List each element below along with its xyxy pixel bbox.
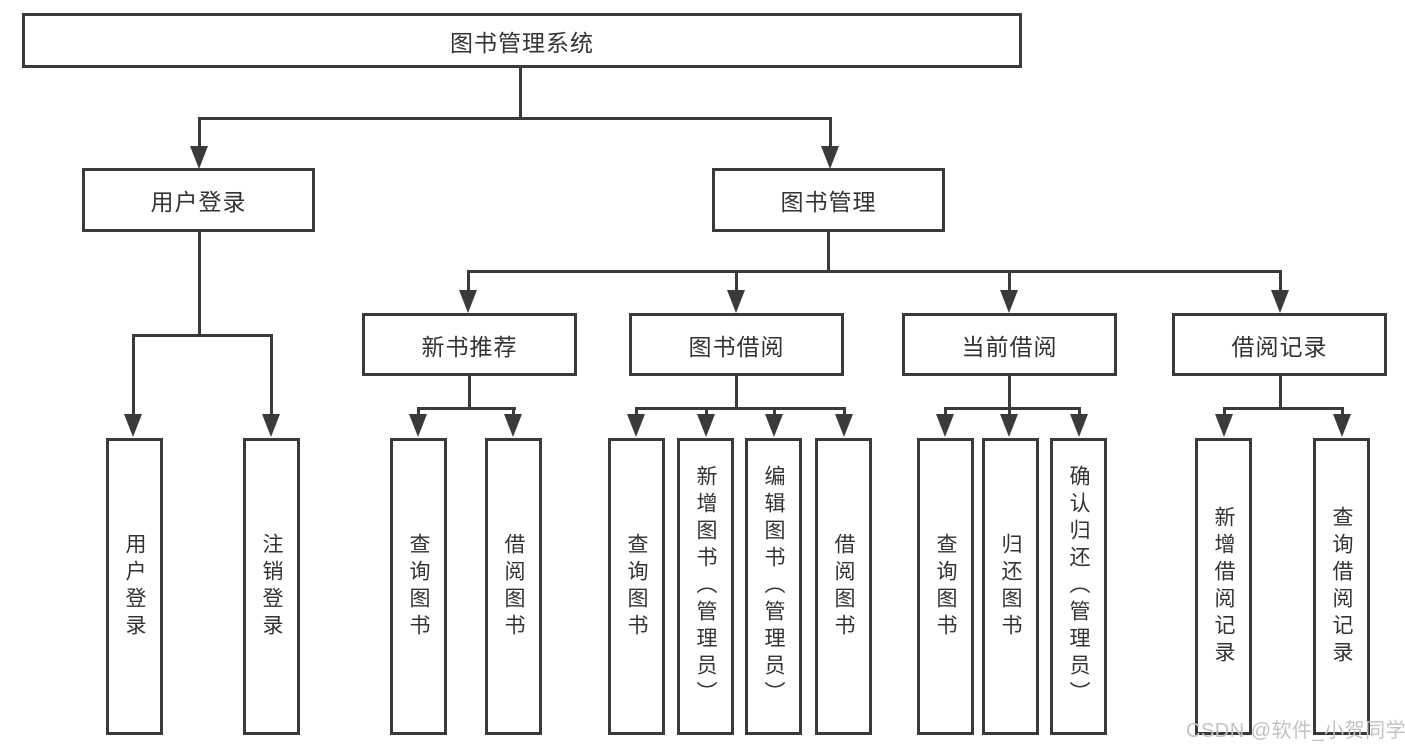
arrow-down-icon <box>1070 414 1088 437</box>
arrow-down-icon <box>835 414 853 437</box>
connector-line <box>944 409 947 417</box>
connector-line <box>843 409 846 417</box>
arrow-down-icon <box>504 414 522 437</box>
leaf-label: 查询图书 <box>625 532 648 641</box>
connector-line <box>1008 272 1011 292</box>
leaf-label: 注销登录 <box>260 532 283 641</box>
leaf-add-books-admin: 新增图书（管理员） <box>677 438 734 735</box>
connector-line <box>944 407 1081 410</box>
connector-line <box>773 409 776 417</box>
node-label: 图书借阅 <box>688 333 785 360</box>
csdn-watermark: CSDN @软件_小贺同学 <box>1186 720 1405 742</box>
arrow-down-icon <box>1000 414 1018 437</box>
leaf-label: 查询图书 <box>407 532 430 641</box>
connector-line <box>827 232 830 272</box>
connector-line <box>1279 272 1282 292</box>
connector-line <box>417 409 420 417</box>
leaf-label: 编辑图书（管理员） <box>762 465 785 708</box>
connector-line <box>1078 409 1081 417</box>
connector-line <box>705 409 708 417</box>
arrow-down-icon <box>190 146 208 169</box>
arrow-down-icon <box>262 414 280 437</box>
connector-line <box>467 272 470 292</box>
arrow-down-icon <box>1333 414 1351 437</box>
node-new-book-recommend: 新书推荐 <box>362 313 577 376</box>
arrow-down-icon <box>936 414 954 437</box>
connector-line <box>468 376 471 409</box>
connector-line <box>417 407 516 410</box>
connector-line <box>829 119 832 150</box>
arrow-down-icon <box>727 290 745 313</box>
leaf-label: 新增借阅记录 <box>1212 505 1235 668</box>
leaf-borrow-books-2: 借阅图书 <box>815 438 872 735</box>
arrow-down-icon <box>821 146 839 169</box>
node-borrow-records: 借阅记录 <box>1172 313 1387 376</box>
leaf-add-borrow-record: 新增借阅记录 <box>1195 438 1252 735</box>
connector-line <box>735 272 738 292</box>
leaf-label: 新增图书（管理员） <box>694 465 717 708</box>
arrow-down-icon <box>124 414 142 437</box>
leaf-borrow-books: 借阅图书 <box>485 438 542 735</box>
arrow-down-icon <box>1000 290 1018 313</box>
arrow-down-icon <box>459 290 477 313</box>
leaf-query-books-3: 查询图书 <box>917 438 974 735</box>
node-label: 图书管理 <box>780 189 877 215</box>
node-label: 借阅记录 <box>1231 333 1328 360</box>
arrow-down-icon <box>409 414 427 437</box>
leaf-edit-books-admin: 编辑图书（管理员） <box>745 438 802 735</box>
arrow-down-icon <box>765 414 783 437</box>
leaf-query-books-2: 查询图书 <box>608 438 665 735</box>
connector-line <box>198 117 832 120</box>
connector-line <box>132 336 135 416</box>
arrow-down-icon <box>627 414 645 437</box>
connector-line <box>132 334 273 337</box>
connector-line <box>198 119 201 150</box>
leaf-user-login: 用户登录 <box>106 438 163 735</box>
connector-line <box>1223 409 1226 417</box>
leaf-label: 归还图书 <box>999 532 1022 641</box>
leaf-label: 借阅图书 <box>832 532 855 641</box>
leaf-confirm-return-admin: 确认归还（管理员） <box>1050 438 1107 735</box>
node-book-borrow: 图书借阅 <box>629 313 844 376</box>
node-label: 图书管理系统 <box>450 29 594 56</box>
connector-line <box>512 409 515 417</box>
arrow-down-icon <box>1271 290 1289 313</box>
leaf-label: 确认归还（管理员） <box>1067 465 1090 708</box>
connector-line <box>1223 407 1344 410</box>
connector-line <box>1008 376 1011 409</box>
node-label: 新书推荐 <box>421 333 518 360</box>
leaf-label: 借阅图书 <box>502 532 525 641</box>
leaf-label: 查询图书 <box>934 532 957 641</box>
node-label: 当前借阅 <box>961 333 1058 360</box>
connector-line <box>198 232 201 336</box>
node-library-management-system: 图书管理系统 <box>22 13 1022 68</box>
arrow-down-icon <box>697 414 715 437</box>
node-user-login: 用户登录 <box>82 168 315 232</box>
node-current-borrow: 当前借阅 <box>902 313 1117 376</box>
connector-line <box>1341 409 1344 417</box>
leaf-logout: 注销登录 <box>243 438 300 735</box>
connector-line <box>1279 376 1282 409</box>
leaf-return-books: 归还图书 <box>982 438 1039 735</box>
leaf-label: 查询借阅记录 <box>1330 505 1353 668</box>
connector-line <box>1008 409 1011 417</box>
leaf-query-borrow-record: 查询借阅记录 <box>1313 438 1370 735</box>
node-book-management: 图书管理 <box>712 168 945 232</box>
connector-line <box>635 407 846 410</box>
leaf-label: 用户登录 <box>123 532 146 641</box>
arrow-down-icon <box>1215 414 1233 437</box>
leaf-query-books: 查询图书 <box>390 438 447 735</box>
connector-line <box>467 270 1282 273</box>
connector-line <box>635 409 638 417</box>
node-label: 用户登录 <box>150 189 247 215</box>
connector-line <box>270 336 273 416</box>
connector-line <box>735 376 738 409</box>
connector-line <box>519 68 522 119</box>
